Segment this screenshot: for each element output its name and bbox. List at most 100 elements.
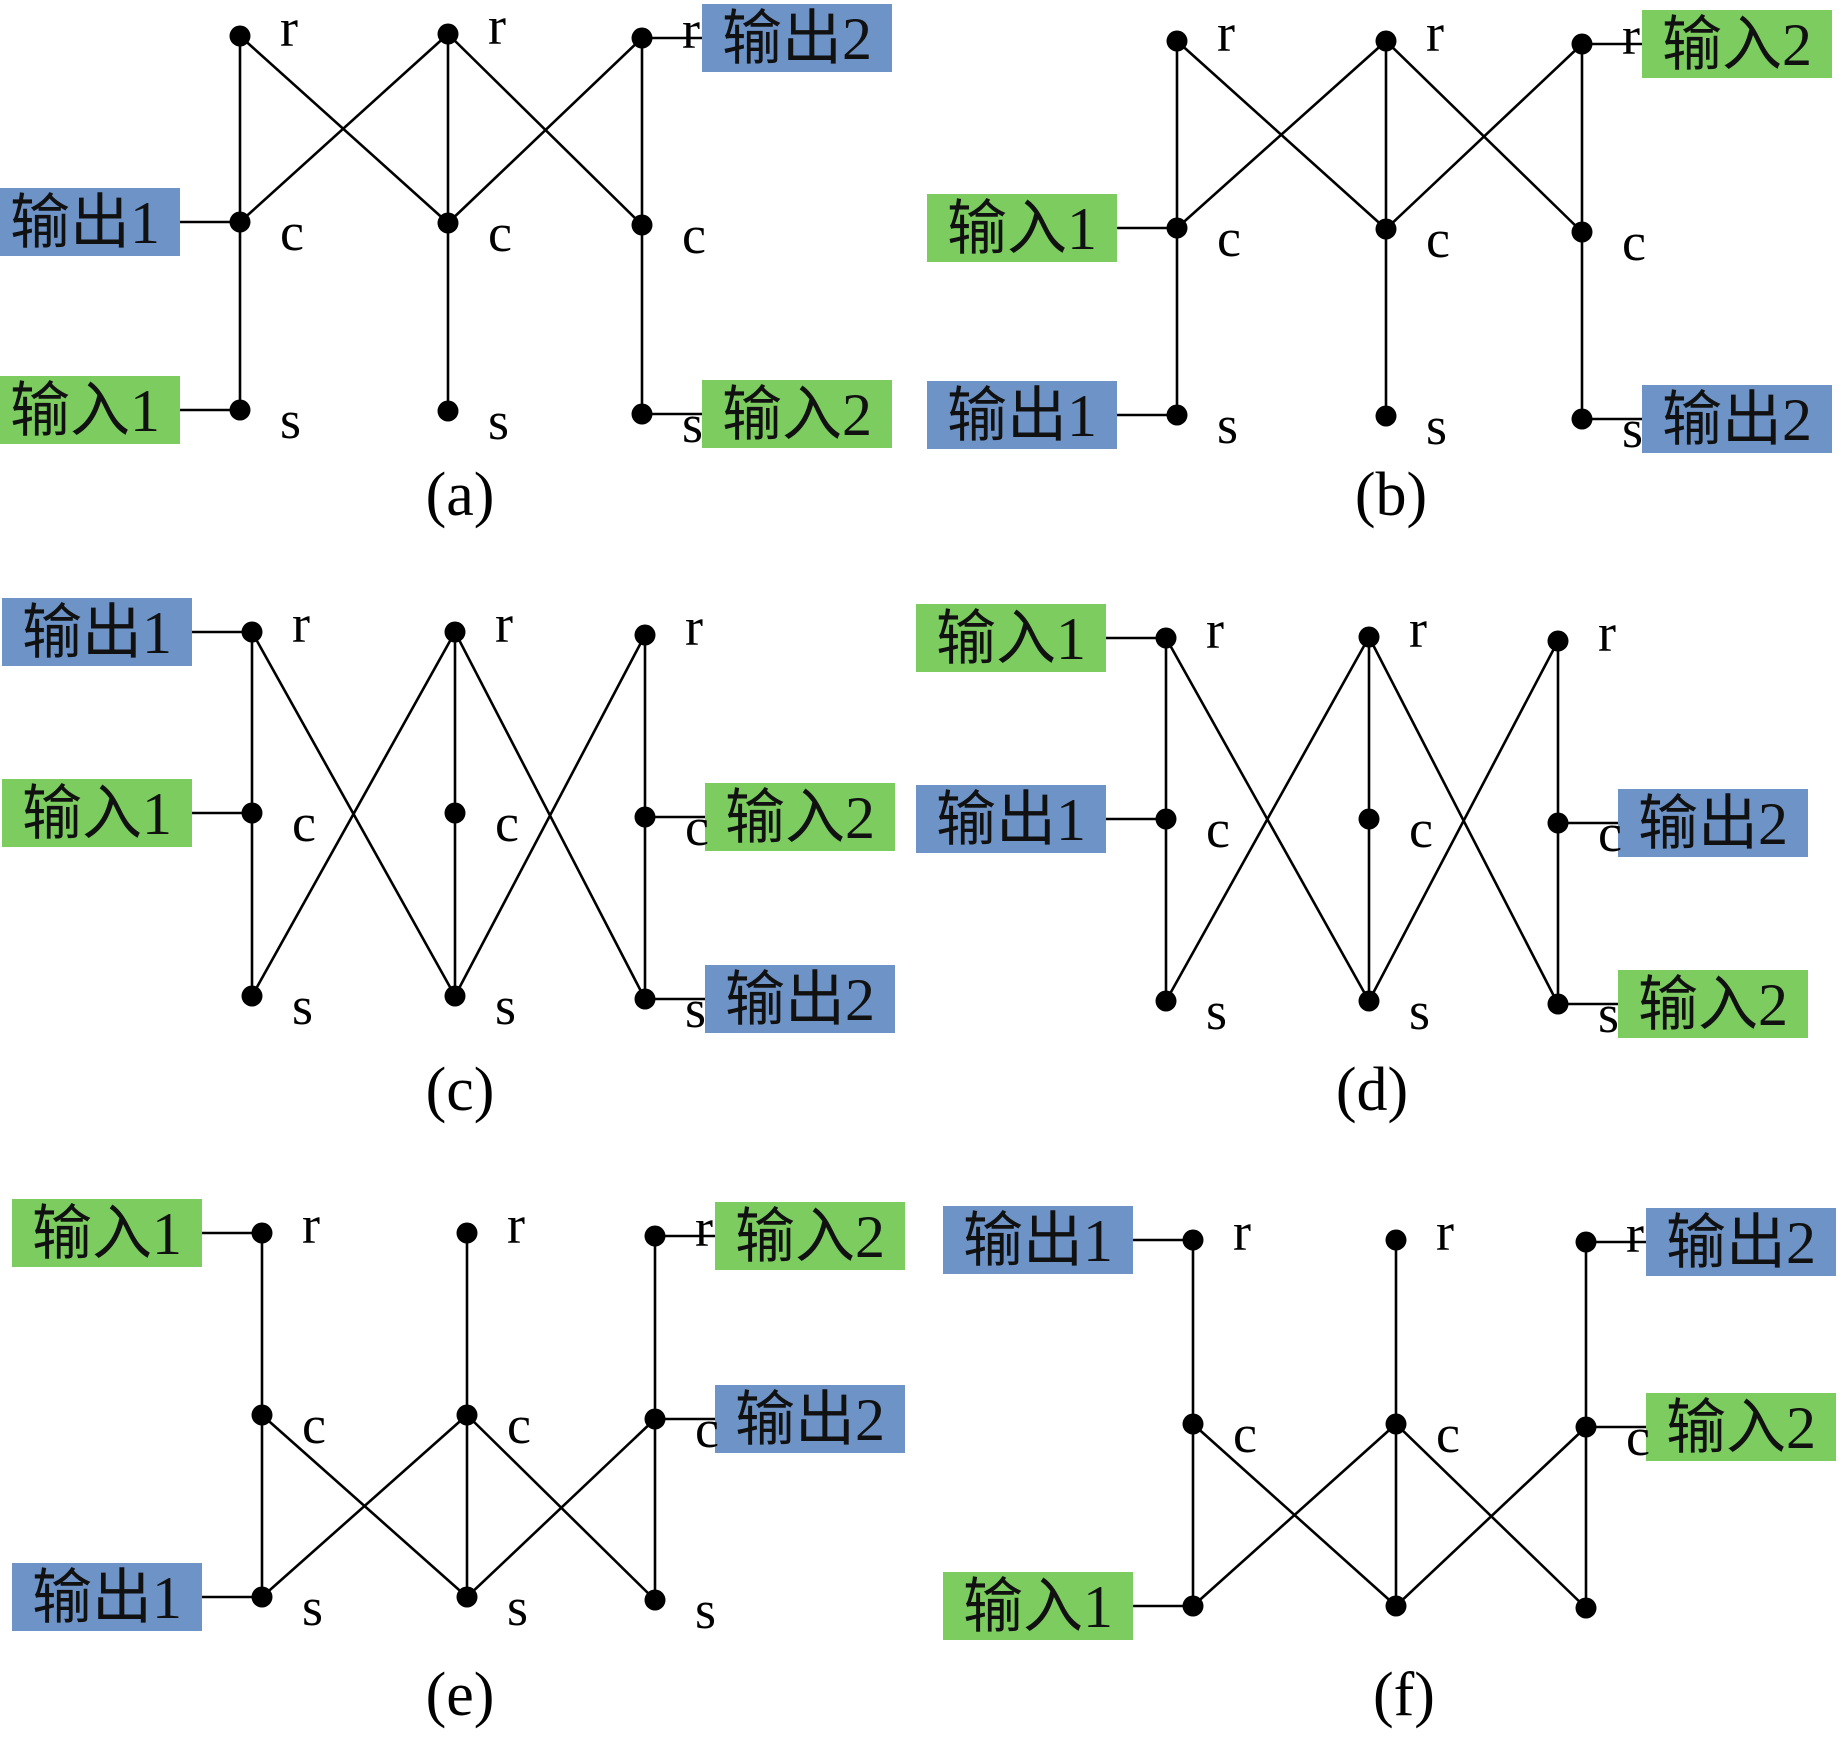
node-r3 — [634, 624, 656, 646]
node-letter-c: c — [507, 1395, 531, 1455]
input-label-box — [943, 1572, 1133, 1640]
input-label-text: 输入1 — [22, 781, 172, 847]
node-letter-s: s — [1206, 981, 1227, 1041]
wire-s2-r3 — [1367, 639, 1560, 1003]
node-s2 — [444, 985, 466, 1007]
node-s1 — [1155, 990, 1177, 1012]
wire-c2-r3 — [1384, 42, 1584, 231]
input-label-text: 输入2 — [1666, 1395, 1816, 1461]
wire-c2-r3 — [446, 36, 644, 225]
node-s2 — [437, 400, 459, 422]
node-r2 — [1375, 30, 1397, 52]
output-label-box — [705, 965, 895, 1033]
output-label-text: 输出2 — [725, 967, 875, 1033]
node-c2 — [456, 1404, 478, 1426]
node-letter-c: c — [1436, 1404, 1460, 1464]
node-letter-c: c — [1622, 212, 1646, 272]
output-label-box — [0, 188, 180, 256]
node-s1 — [251, 1586, 273, 1608]
wire-s2-c3 — [465, 1417, 657, 1599]
input-label-box — [12, 1199, 202, 1267]
node-letter-c: c — [280, 202, 304, 262]
node-r1 — [1166, 30, 1188, 52]
node-c1 — [241, 802, 263, 824]
output-label-c-s3: 输出2 — [643, 965, 895, 1033]
node-letter-s: s — [280, 390, 301, 450]
node-letter-s: s — [292, 976, 313, 1036]
node-s2 — [1375, 405, 1397, 427]
node-letter-r: r — [1436, 1202, 1454, 1262]
input-label-box — [2, 779, 192, 847]
input-label-box — [916, 604, 1106, 672]
node-r3 — [1575, 1231, 1597, 1253]
node-letter-c: c — [1409, 799, 1433, 859]
input-label-a-s3: 输入2 — [640, 380, 892, 448]
input-label-d-r1: 输入1 — [916, 604, 1168, 672]
node-r2 — [1385, 1229, 1407, 1251]
node-letter-s: s — [495, 976, 516, 1036]
output-label-text: 输出1 — [10, 190, 160, 256]
node-letter-r: r — [685, 597, 703, 657]
panel-caption: (a) — [426, 461, 495, 529]
node-letter-s: s — [1622, 399, 1643, 459]
input-label-d-s3: 输入2 — [1556, 970, 1808, 1038]
node-letter-c: c — [682, 205, 706, 265]
node-c2 — [444, 802, 466, 824]
node-s1 — [229, 399, 251, 421]
output-label-a-c1: 输出1 — [0, 188, 242, 256]
input-label-box — [1646, 1393, 1836, 1461]
node-letter-c: c — [1598, 803, 1622, 863]
node-c1 — [1182, 1413, 1204, 1435]
panel-caption: (f) — [1373, 1661, 1435, 1729]
output-label-f-r1: 输出1 — [943, 1206, 1195, 1274]
panel-caption: (c) — [426, 1056, 495, 1124]
output-label-text: 输出2 — [722, 6, 872, 72]
wire-s1-r2 — [250, 630, 457, 998]
input-label-box — [927, 194, 1117, 262]
output-label-text: 输出2 — [1666, 1210, 1816, 1276]
input-label-b-c1: 输入1 — [927, 194, 1179, 262]
node-r1 — [1155, 627, 1177, 649]
wire-s2-c3 — [1394, 1425, 1588, 1608]
node-letter-s: s — [685, 979, 706, 1039]
node-r2 — [444, 621, 466, 643]
node-letter-s: s — [1217, 395, 1238, 455]
node-s1 — [1166, 404, 1188, 426]
node-c2 — [1358, 808, 1380, 830]
node-c2 — [437, 212, 459, 234]
panel-caption: (e) — [426, 1661, 495, 1729]
output-label-text: 输出2 — [1638, 791, 1788, 857]
input-label-f-c3: 输入2 — [1584, 1393, 1836, 1461]
node-s3 — [1547, 993, 1569, 1015]
node-letter-c: c — [1206, 799, 1230, 859]
node-letter-c: c — [1217, 208, 1241, 268]
node-r3 — [644, 1225, 666, 1247]
node-letter-s: s — [1426, 396, 1447, 456]
node-r3 — [631, 27, 653, 49]
node-letter-s: s — [1598, 984, 1619, 1044]
output-label-text: 输出1 — [963, 1208, 1113, 1274]
panel-caption: (d) — [1336, 1056, 1408, 1124]
node-letter-r: r — [302, 1195, 320, 1255]
node-s3 — [644, 1589, 666, 1611]
output-label-box — [1642, 385, 1832, 453]
node-letter-r: r — [1626, 1204, 1644, 1264]
input-label-box — [715, 1202, 905, 1270]
input-label-text: 输入1 — [963, 1574, 1113, 1640]
output-label-text: 输出1 — [936, 787, 1086, 853]
node-s2 — [456, 1586, 478, 1608]
node-c2 — [1385, 1413, 1407, 1435]
output-label-text: 输出1 — [22, 600, 172, 666]
output-label-a-r3: 输出2 — [640, 4, 892, 72]
node-letter-r: r — [682, 0, 700, 60]
input-label-text: 输入1 — [10, 378, 160, 444]
node-c1 — [251, 1404, 273, 1426]
node-c3 — [1571, 221, 1593, 243]
node-letter-c: c — [495, 793, 519, 853]
